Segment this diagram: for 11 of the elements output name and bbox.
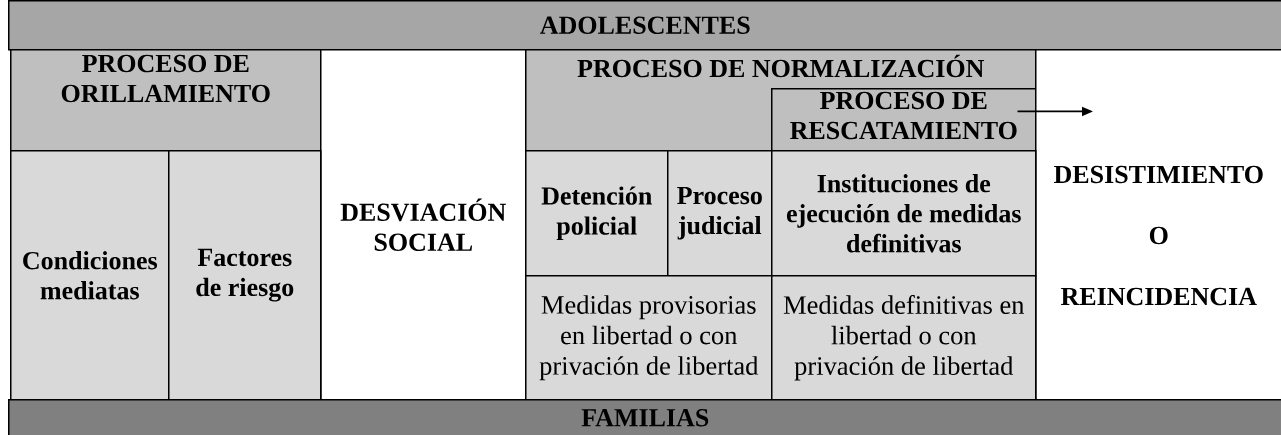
table-cell: Detención policial (525, 150, 669, 277)
footer-band: FAMILIAS (8, 399, 1281, 435)
table-cell: PROCESO DE RESCATAMIENTO (771, 88, 1037, 152)
table-cell: PROCESO DE ORILLAMIENTO (10, 49, 322, 152)
table-cell: Factores de riesgo (168, 150, 322, 401)
header-band: ADOLESCENTES (8, 0, 1281, 51)
table-cell: Medidas definitivas en libertad o con privación de libertad (771, 275, 1037, 401)
table-cell: DESVIACIÓN SOCIAL (320, 49, 527, 401)
table-cell: Condiciones mediatas (10, 150, 170, 401)
table-cell: DESISTIMIENTO O REINCIDENCIA (1035, 49, 1281, 401)
table-cell: Proceso judicial (667, 150, 773, 277)
